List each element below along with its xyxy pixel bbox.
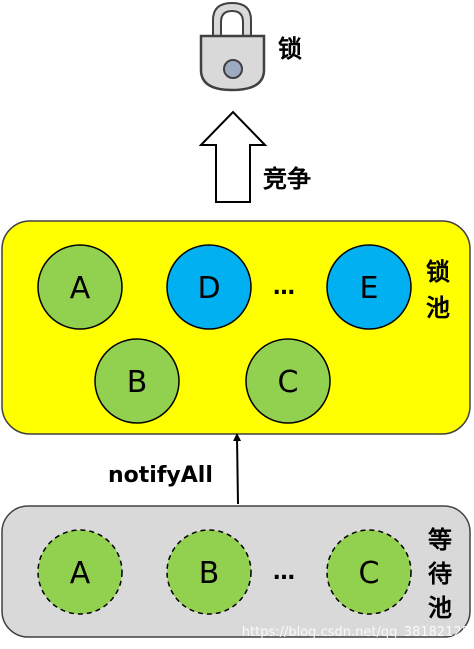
wait-pool-label-1: 等 <box>428 526 452 554</box>
lock-pool-thread-e: E <box>326 244 412 330</box>
lock-pool-thread-b: B <box>94 338 180 424</box>
lock-pool-label-1: 锁 <box>426 258 450 286</box>
thread-label: D <box>197 271 220 306</box>
thread-label: E <box>360 271 379 306</box>
watermark: https://blog.csdn.net/qq_38182125 <box>242 625 470 640</box>
lock-pool-thread-a: A <box>37 244 123 330</box>
lock-label: 锁 <box>278 35 302 63</box>
thread-label: A <box>70 556 91 591</box>
thread-label: C <box>359 556 380 591</box>
wait-pool-thread-c: C <box>326 529 412 615</box>
compete-label: 竞争 <box>263 165 311 193</box>
thread-label: C <box>278 365 299 400</box>
wait-pool-label-3: 池 <box>428 594 452 622</box>
lock-pool-label-2: 池 <box>426 294 450 322</box>
wait-pool-ellipsis: … <box>273 560 295 585</box>
notify-arrow <box>233 433 242 505</box>
wait-pool-label-2: 待 <box>428 560 452 588</box>
wait-pool-thread-b: B <box>166 529 252 615</box>
thread-label: A <box>70 271 91 306</box>
notify-label: notifyAll <box>108 463 213 488</box>
padlock-icon <box>199 1 266 92</box>
lock-pool-thread-c: C <box>245 338 331 424</box>
wait-pool-thread-a: A <box>37 529 123 615</box>
thread-label: B <box>127 365 148 400</box>
compete-arrow <box>198 110 268 203</box>
lock-pool-ellipsis: … <box>273 275 295 300</box>
thread-label: B <box>199 556 220 591</box>
lock-pool-thread-d: D <box>166 244 252 330</box>
